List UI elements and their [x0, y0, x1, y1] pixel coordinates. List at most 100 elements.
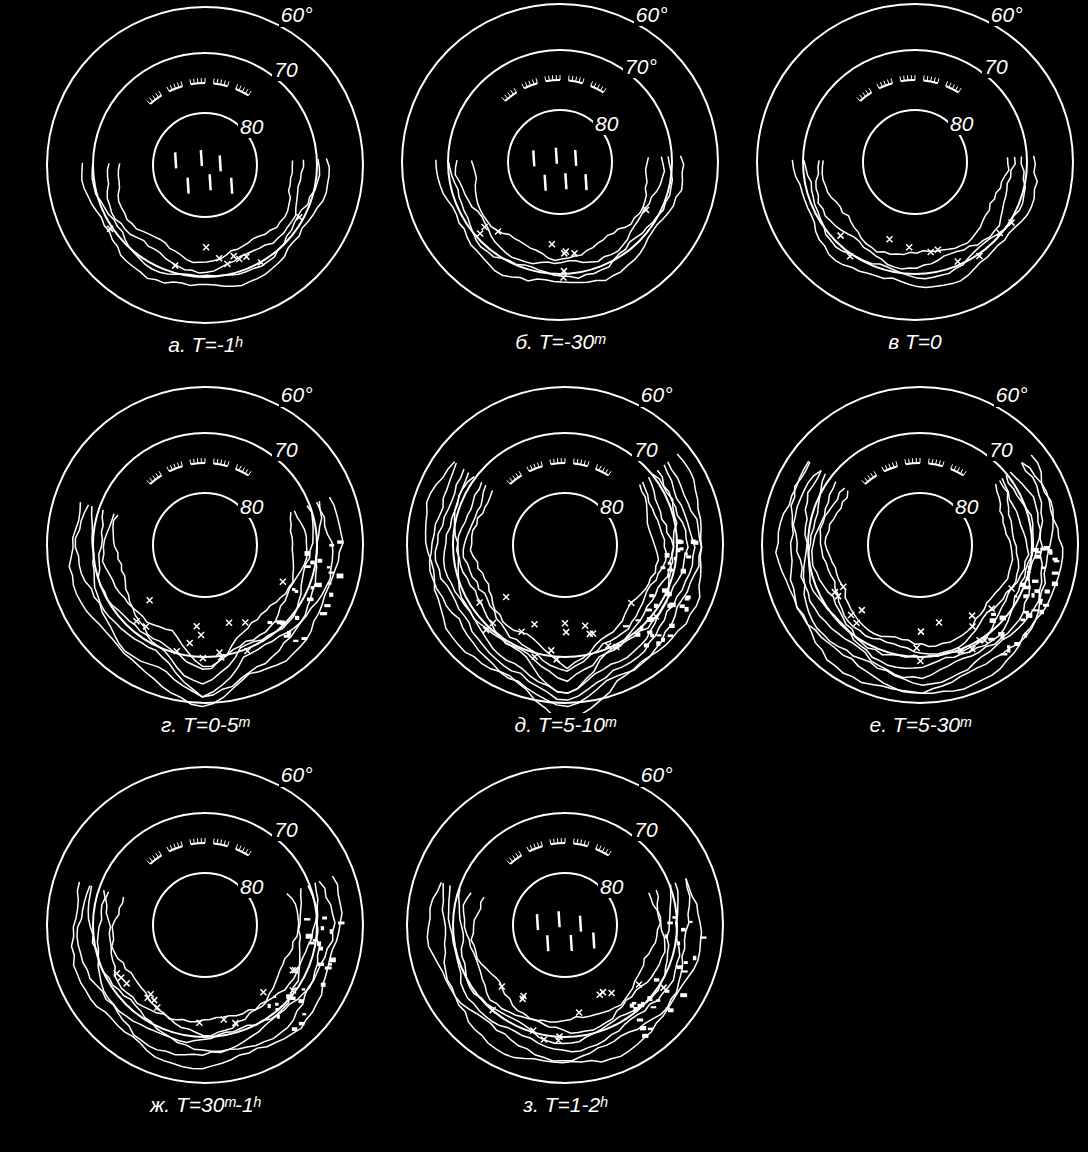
dayside-arc: [529, 846, 542, 851]
patch-dot: [667, 569, 673, 572]
cross-mark: [605, 643, 611, 649]
hatch-tick: [591, 81, 593, 86]
hatch-tick: [532, 79, 534, 84]
hatch-tick: [605, 849, 607, 853]
cross-mark: [290, 988, 296, 994]
cross-mark: [200, 655, 206, 661]
patch-dot: [1034, 555, 1041, 559]
latitude-label: 70: [987, 438, 1014, 461]
cross-mark: [258, 259, 264, 265]
hatch-tick: [236, 464, 238, 469]
cross-mark: [148, 991, 154, 997]
cross-mark: [854, 620, 860, 626]
hatch-tick: [602, 847, 604, 851]
patch-dot: [305, 551, 310, 556]
hatch-tick: [915, 75, 916, 80]
hatch-tick: [932, 459, 934, 464]
latitude-label: 70: [632, 818, 659, 841]
polar-arc: [580, 916, 581, 932]
hatch-tick: [177, 462, 179, 467]
patch-dot: [298, 999, 303, 1003]
patch-dot: [672, 916, 677, 918]
hatch-tick: [159, 851, 162, 855]
hatch-tick: [594, 83, 596, 88]
hatch-tick: [159, 471, 162, 475]
cross-mark: [503, 594, 509, 600]
hatch-tick: [239, 466, 241, 471]
cross-mark: [133, 618, 139, 624]
aurora-arc: [470, 485, 658, 669]
latitude-circle: [402, 4, 718, 320]
hatch-tick: [541, 461, 542, 466]
latitude-label: 80: [238, 495, 265, 518]
cross-mark: [187, 640, 193, 646]
hatch-tick: [588, 461, 589, 466]
latitude-label: 70: [982, 55, 1009, 78]
hatch-tick: [534, 464, 536, 469]
cross-mark: [224, 261, 230, 267]
patch-dot: [647, 617, 654, 622]
patch-dot: [268, 1004, 271, 1008]
cross-mark: [143, 623, 149, 629]
patch-dot: [329, 544, 334, 547]
aurora-arc: [118, 160, 292, 262]
hatch-tick: [600, 86, 602, 90]
hatch-tick: [147, 100, 150, 104]
cross-mark: [848, 612, 854, 618]
cross-mark: [847, 253, 853, 259]
cross-mark: [643, 207, 649, 213]
patch-dot: [1028, 566, 1031, 570]
dayside-arc: [150, 475, 161, 484]
hatch-tick: [519, 471, 522, 475]
polar-arc: [559, 911, 560, 927]
latitude-circle: [93, 813, 317, 1037]
hatch-tick: [572, 76, 574, 81]
cross-mark: [561, 268, 567, 274]
hatch-tick: [884, 81, 886, 86]
cross-mark: [154, 1004, 160, 1010]
cross-mark: [290, 967, 296, 973]
cross-mark: [226, 620, 232, 626]
cross-mark: [549, 241, 555, 247]
hatch-tick: [502, 97, 505, 101]
patch-dot: [321, 926, 324, 930]
patch-dot: [684, 552, 687, 555]
patch-dot: [674, 557, 677, 561]
cross-mark: [151, 997, 157, 1003]
patch-dot: [650, 634, 654, 637]
hatch-tick: [939, 460, 940, 465]
patch-dot: [273, 996, 276, 998]
hatch-tick: [153, 476, 156, 480]
hatch-tick: [511, 90, 514, 94]
aurora-arc: [463, 890, 665, 1033]
patch-dot: [1031, 593, 1034, 598]
cross-mark: [236, 256, 242, 262]
hatch-tick: [150, 858, 153, 862]
patch-dot: [1000, 616, 1006, 621]
cross-mark: [928, 249, 934, 255]
patch-dot: [330, 958, 336, 963]
patch-dot: [637, 1018, 643, 1021]
hatch-tick: [938, 78, 939, 83]
hatch-tick: [536, 78, 537, 83]
patch-dot: [693, 956, 696, 960]
patch-dot: [319, 946, 323, 950]
hatch-tick: [170, 85, 172, 90]
cross-mark: [530, 1027, 536, 1033]
latitude-label: 70: [272, 438, 299, 461]
aurora-arc: [112, 894, 299, 1022]
hatch-tick: [904, 459, 906, 464]
latitude-label: 80: [238, 115, 265, 138]
cross-mark: [582, 623, 588, 629]
hatch-tick: [514, 88, 517, 92]
hatch-tick: [516, 853, 519, 857]
cross-mark: [114, 971, 120, 977]
cross-mark: [280, 579, 286, 585]
latitude-label: 60°: [634, 3, 670, 26]
hatch-tick: [553, 459, 555, 464]
hatch-tick: [153, 856, 156, 860]
hatch-tick: [588, 841, 589, 846]
cross-mark: [976, 253, 982, 259]
dayside-arc: [236, 469, 249, 475]
hatch-tick: [220, 460, 222, 465]
